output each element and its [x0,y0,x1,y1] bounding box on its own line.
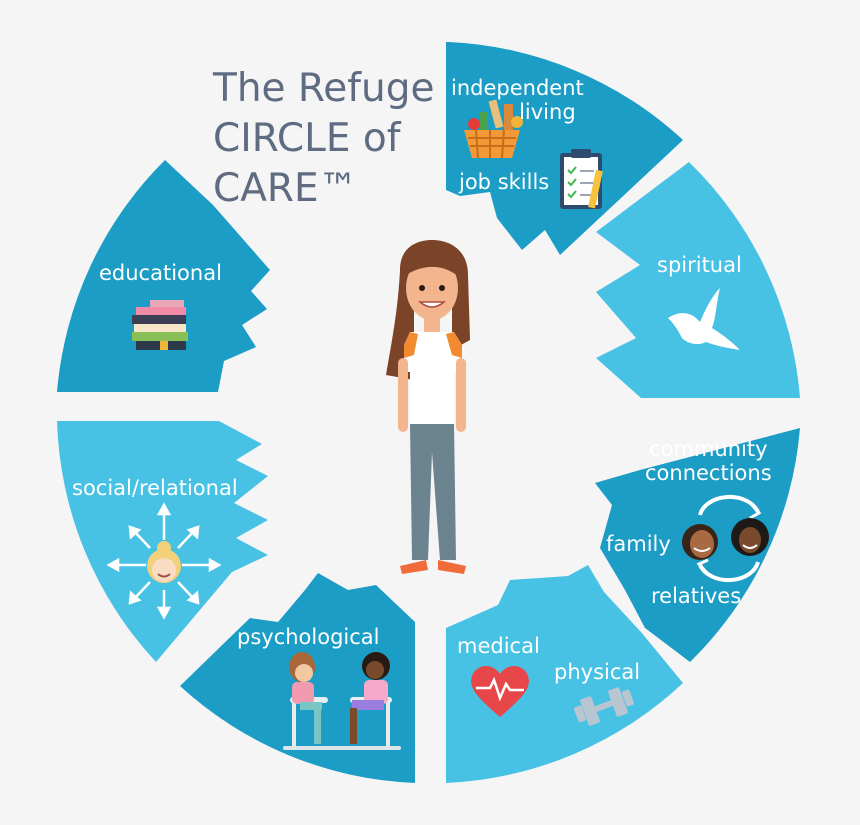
title-line-2: CIRCLE of [213,116,401,161]
books-icon [132,300,188,350]
family-label: family [606,532,671,556]
radiating-arrows-icon [106,502,222,620]
segment-independent-living [446,42,683,255]
relatives-label: relatives [651,584,742,608]
dumbbell-icon [574,687,634,726]
diagram-title: The Refuge CIRCLE of CARE™ [213,64,434,214]
title-line-1: The Refuge [213,66,435,111]
girl-figure-icon [386,240,470,574]
educational-label: educational [99,261,222,285]
segment-spiritual [596,162,800,398]
community-label: community [649,437,768,461]
physical-label: physical [554,660,641,684]
living-label: living [519,100,576,124]
counseling-icon [283,652,401,750]
family-faces-icon [682,518,769,560]
dove-icon [668,288,740,350]
title-line-3: CARE™ [213,166,358,211]
independent-living-label: independent living [451,76,584,124]
medical-label: medical [457,634,540,658]
clipboard-icon [560,149,603,209]
grocery-basket-icon [464,99,523,159]
connections-label: connections [645,461,772,485]
heart-pulse-icon [471,665,529,717]
community-connections-label: community connections [645,437,772,485]
segment-medical [446,565,683,783]
cycle-arrows-icon [696,494,762,583]
job-skills-label: job skills [459,170,550,194]
segment-educational [57,160,270,392]
independent-label: independent [451,76,584,100]
psychological-label: psychological [237,625,380,649]
spiritual-label: spiritual [657,253,742,277]
social-relational-label: social/relational [72,476,238,500]
blond-person-icon [147,541,181,583]
